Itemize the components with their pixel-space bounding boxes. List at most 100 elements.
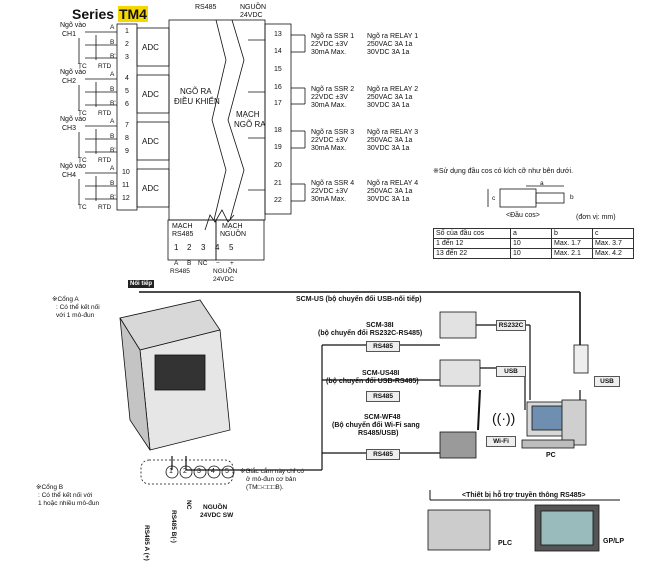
terminal-18: 18 xyxy=(274,127,282,134)
input-ch4-b2: B' xyxy=(110,194,116,201)
input-ch3-b: B xyxy=(110,133,115,140)
table-cell: 10 xyxy=(510,238,552,249)
top-rs485: RS485 xyxy=(195,4,217,11)
table-row: 1 đến 12 10 Max. 1.7 Max. 3.7 xyxy=(433,238,634,249)
bottom-term-2: 2 xyxy=(187,243,192,252)
conv2-name: SCM-US48I xyxy=(362,370,400,377)
conv1-desc: (bộ chuyển đổi RS232C-RS485) xyxy=(318,330,423,337)
conv2-rs485-tag: RS485 xyxy=(366,391,400,402)
plug-note-l3: (TM□-□□□B). xyxy=(246,484,284,491)
terminal-16: 16 xyxy=(274,84,282,91)
bottom-term-5: 5 xyxy=(229,243,234,252)
power-circuit-l2: NGUỒN xyxy=(220,231,247,238)
scm-us-label: SCM-US (bộ chuyển đổi USB-nối tiếp) xyxy=(296,296,422,303)
input-ch1-b2: B' xyxy=(110,53,116,60)
ssr4-ma: 30mA Max. xyxy=(311,196,347,203)
input-ch3-label: Ngõ vào xyxy=(60,116,87,123)
terminal-note: ※Sử dụng đầu cos có kích cỡ như bên dưới… xyxy=(433,168,574,175)
input-ch2-rtd: RTD xyxy=(98,110,112,117)
input-ch4-rtd: RTD xyxy=(98,204,112,211)
power-circuit-l1: MẠCH xyxy=(222,223,243,230)
bottom-label-plus: + xyxy=(230,260,234,267)
left-terminal-block xyxy=(116,23,138,211)
ssr1-ma: 30mA Max. xyxy=(311,49,347,56)
bottom-label-a: A xyxy=(174,260,179,267)
cos-table: Số của đầu cos a b c 1 đến 12 10 Max. 1.… xyxy=(433,228,634,259)
table-cell: Max. 3.7 xyxy=(592,238,634,249)
relay4-r1: 250VAC 3A 1a xyxy=(367,188,413,195)
table-header-cell: c xyxy=(592,228,634,239)
conv1-rs232c-tag: RS232C xyxy=(496,320,526,331)
input-ch3-ch: CH3 xyxy=(62,125,77,132)
terminal-13: 13 xyxy=(274,31,282,38)
module-term-5: 5 xyxy=(225,468,229,475)
ssr4: Ngõ ra SSR 4 xyxy=(311,180,355,187)
terminal-7: 7 xyxy=(125,122,129,129)
terminal-12: 12 xyxy=(122,195,130,202)
relay3-r2: 30VDC 3A 1a xyxy=(367,145,410,152)
input-ch1-ch: CH1 xyxy=(62,31,77,38)
bottom-label-minus: − xyxy=(216,260,220,267)
ssr1-v: 22VDC ±3V xyxy=(311,41,348,48)
terminal-4: 4 xyxy=(125,75,129,82)
rs485-circuit-l1: MẠCH xyxy=(172,223,193,230)
terminal-17: 17 xyxy=(274,100,282,107)
right-terminal-block xyxy=(264,23,292,215)
terminal-5: 5 xyxy=(125,88,129,95)
port-a-l3: với 1 mô-đun xyxy=(56,312,95,319)
input-ch3-rtd: RTD xyxy=(98,157,112,164)
usb-tag: USB xyxy=(594,376,620,387)
plc-label: PLC xyxy=(498,540,512,547)
ssr2: Ngõ ra SSR 2 xyxy=(311,86,355,93)
cos-b: b xyxy=(570,194,574,201)
input-ch4-b: B xyxy=(110,180,115,187)
terminal-1: 1 xyxy=(125,28,129,35)
pc-label: PC xyxy=(546,452,556,459)
port-b-l3: 1 hoặc nhiều mô-đun xyxy=(38,500,100,507)
input-ch2-tc: TC xyxy=(78,110,87,117)
relay3-r1: 250VAC 3A 1a xyxy=(367,137,413,144)
table-cell: 1 đến 12 xyxy=(433,238,511,249)
conv3-desc2: RS485/USB) xyxy=(358,430,399,437)
port-b-l2: : Có thể kết nối với xyxy=(38,492,93,499)
terminal-15: 15 xyxy=(274,66,282,73)
input-ch1-rtd: RTD xyxy=(98,63,112,70)
series-model: TM4 xyxy=(117,6,148,22)
table-cell: Max. 1.7 xyxy=(551,238,593,249)
module-label-v: 24VDC SW xyxy=(200,512,234,519)
input-ch1-tc: TC xyxy=(78,63,87,70)
ssr4-v: 22VDC ±3V xyxy=(311,188,348,195)
conv2-desc: (bộ chuyển đổi USB-RS485) xyxy=(326,378,419,385)
module-term-2: 2 xyxy=(183,468,187,475)
ssr3-ma: 30mA Max. xyxy=(311,145,347,152)
conv3-desc1: (Bộ chuyển đổi Wi-Fi sang xyxy=(332,422,420,429)
relay2-r1: 250VAC 3A 1a xyxy=(367,94,413,101)
wifi-icon: ((·)) xyxy=(492,410,516,426)
ssr1: Ngõ ra SSR 1 xyxy=(311,33,355,40)
relay2-r2: 30VDC 3A 1a xyxy=(367,102,410,109)
module-label-a: RS485 A (+) xyxy=(143,525,150,561)
gp-label: GP/LP xyxy=(603,538,625,545)
bottom-label-v: 24VDC xyxy=(213,276,234,283)
ssr2-v: 22VDC ±3V xyxy=(311,94,348,101)
input-ch3-tc: TC xyxy=(78,157,87,164)
terminal-9: 9 xyxy=(125,148,129,155)
adc-1: ADC xyxy=(142,43,159,52)
bottom-label-b: B xyxy=(187,260,192,267)
bottom-term-3: 3 xyxy=(201,243,206,252)
input-ch1-a: A xyxy=(110,24,115,31)
input-ch2-b: B xyxy=(110,86,115,93)
module-label-nguon: NGUỒN xyxy=(203,504,228,511)
plug-note-l1: ※Giắc cắm này chỉ có xyxy=(240,468,304,475)
control-output-l1: NGÕ RA xyxy=(180,87,212,96)
terminal-14: 14 xyxy=(274,48,282,55)
cos-label: <Đầu cos> xyxy=(506,212,540,219)
series-prefix: Series xyxy=(72,6,115,22)
table-cell: Max. 2.1 xyxy=(551,248,593,259)
input-ch3-a: A xyxy=(110,118,115,125)
conv1-name: SCM-38I xyxy=(366,322,394,329)
terminal-8: 8 xyxy=(125,135,129,142)
table-row: Số của đầu cos a b c xyxy=(433,228,634,239)
module-term-3: 3 xyxy=(197,468,201,475)
